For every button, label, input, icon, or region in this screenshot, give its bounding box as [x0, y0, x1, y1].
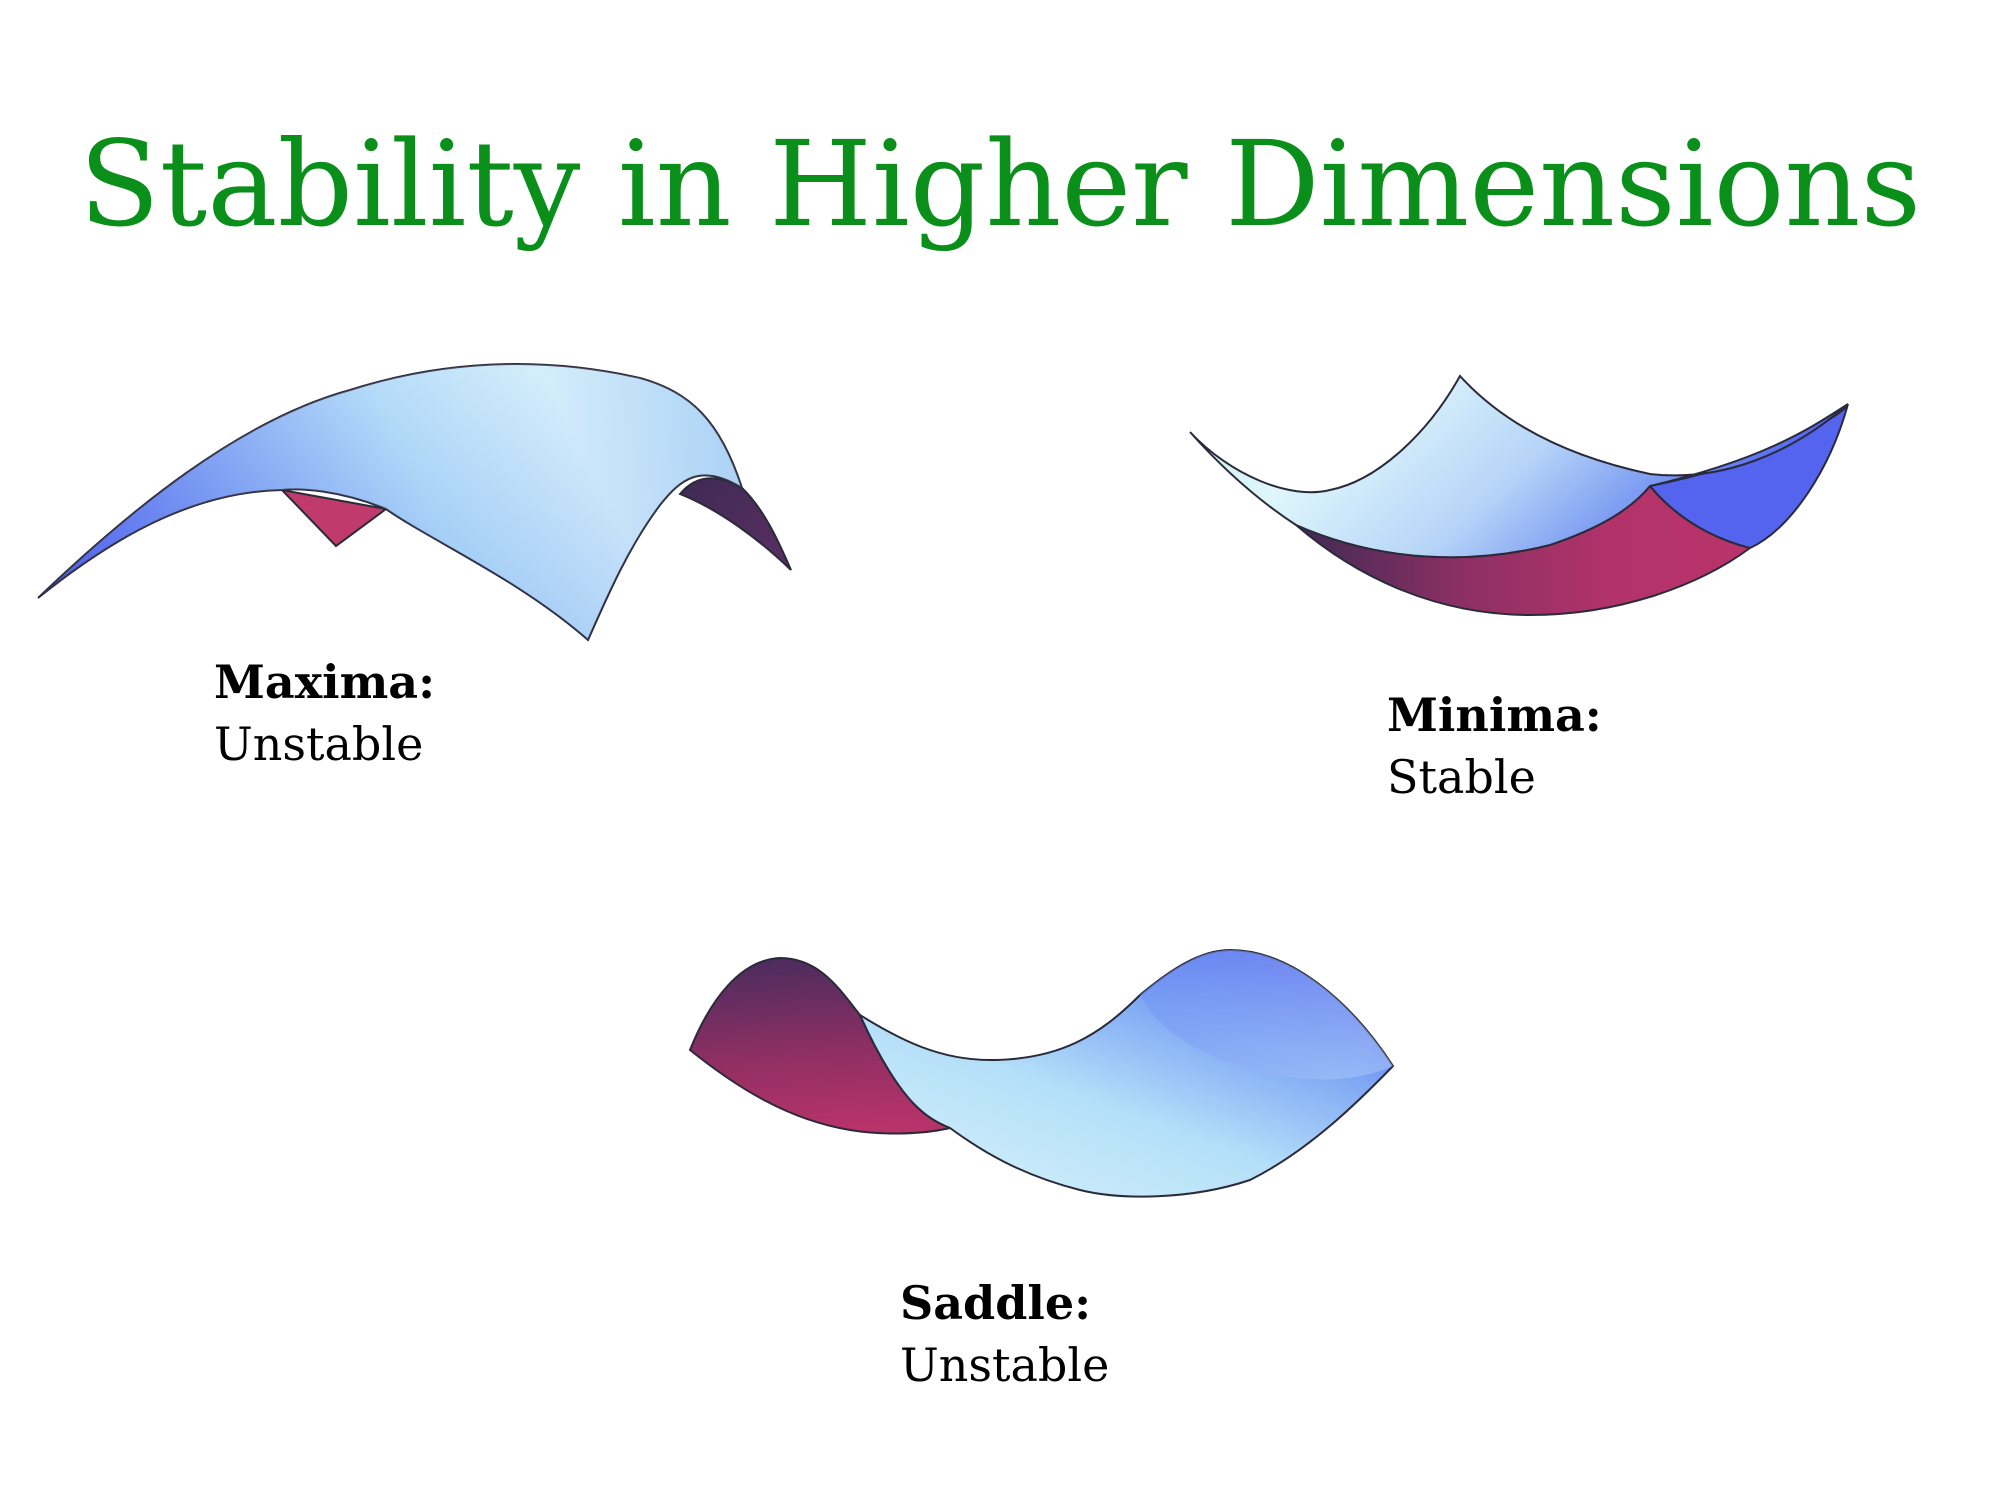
saddle-stability: Unstable: [900, 1338, 1110, 1392]
minima-caption: Minima: Stable: [1387, 684, 1602, 808]
maxima-underside-left: [279, 488, 389, 548]
saddle-surface: [688, 948, 1395, 1198]
maxima-stability: Unstable: [214, 717, 424, 771]
slide-title: Stability in Higher Dimensions: [78, 115, 1922, 253]
maxima-label: Maxima:: [214, 655, 436, 709]
maxima-surface: [37, 363, 792, 642]
minima-stability: Stable: [1387, 750, 1536, 804]
minima-top-face: [1189, 374, 1849, 559]
saddle-caption: Saddle: Unstable: [900, 1272, 1109, 1396]
minima-surface: [1189, 374, 1849, 617]
maxima-caption: Maxima: Unstable: [214, 651, 435, 775]
maxima-underside-right: [678, 477, 792, 571]
saddle-label: Saddle:: [900, 1276, 1092, 1330]
minima-label: Minima:: [1387, 688, 1602, 742]
